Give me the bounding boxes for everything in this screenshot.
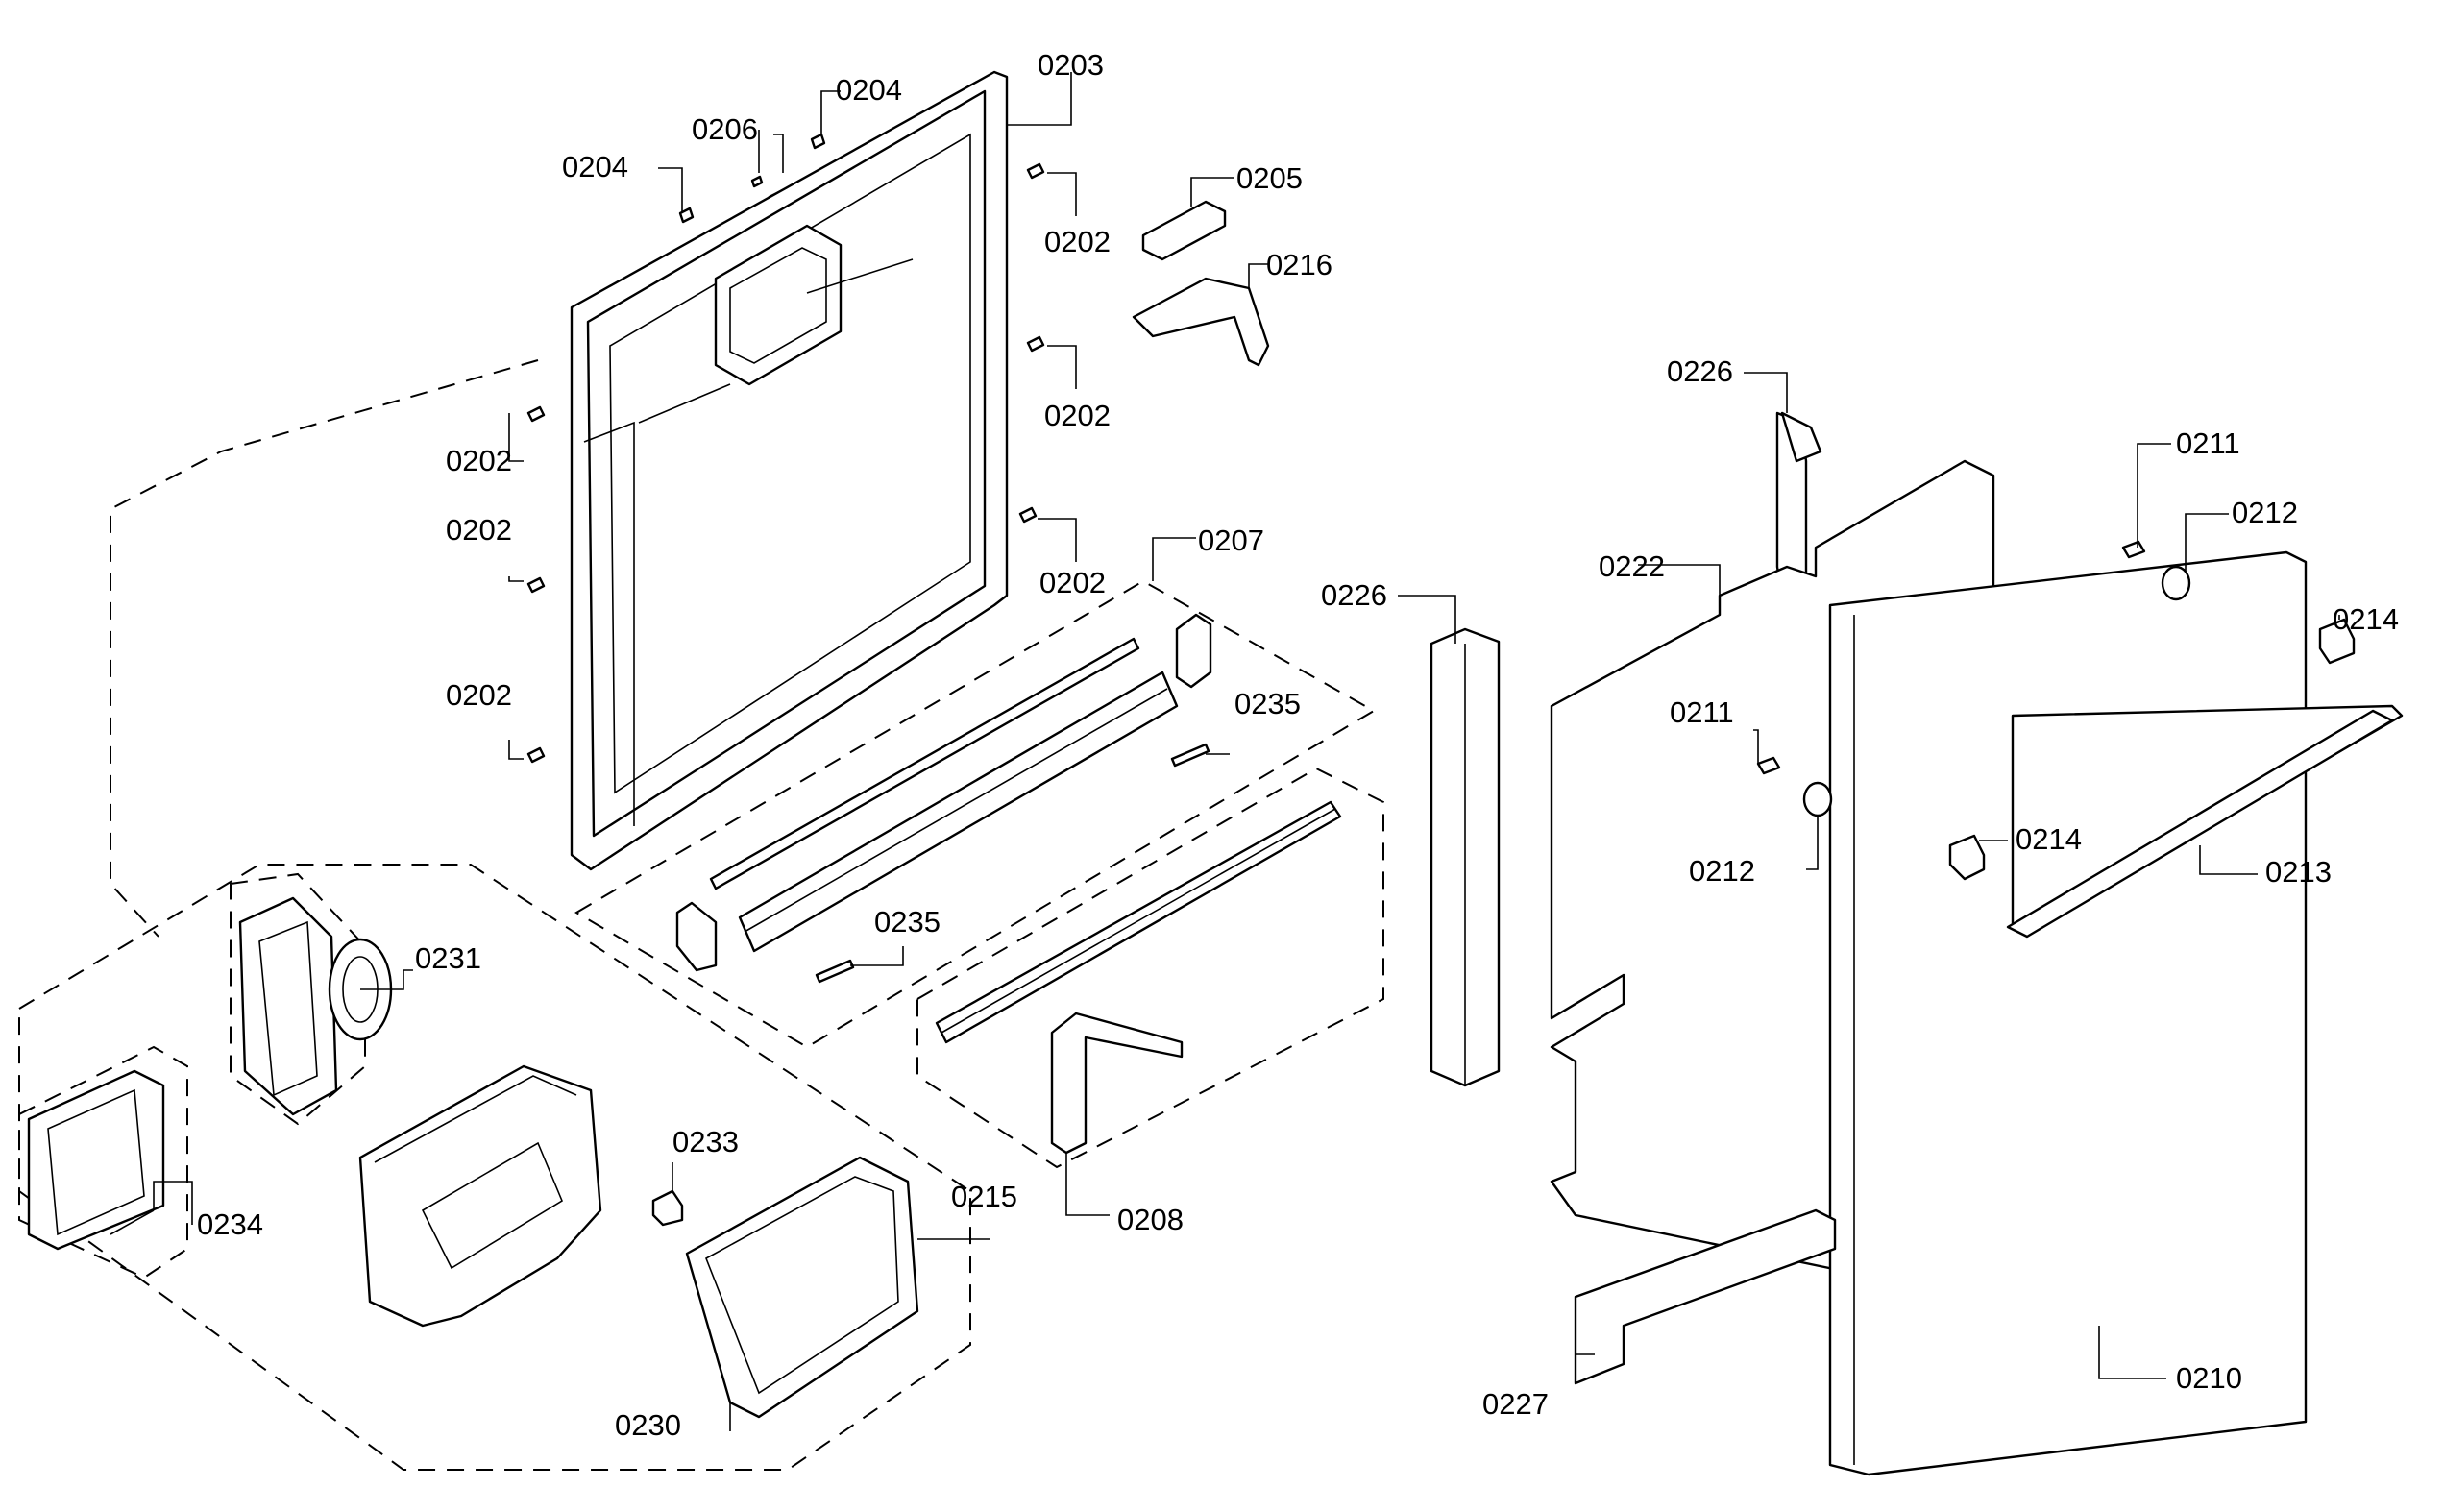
outline-0234-group xyxy=(18,1045,188,1280)
label-0233: 0233 xyxy=(672,1125,739,1158)
label-0202-left-3: 0202 xyxy=(446,678,512,712)
label-0203: 0203 xyxy=(1038,48,1104,82)
label-0234: 0234 xyxy=(197,1207,263,1241)
label-0211-left: 0211 xyxy=(1670,695,1734,729)
label-0212-left: 0212 xyxy=(1689,854,1755,888)
label-0216: 0216 xyxy=(1266,248,1332,281)
group-outlines xyxy=(18,359,1384,1471)
label-0213: 0213 xyxy=(2265,855,2332,889)
label-0212-top: 0212 xyxy=(2232,496,2298,529)
label-0210: 0210 xyxy=(2176,1361,2242,1395)
part-labels: 0203 0204 0204 0206 0205 0216 0202 0202 … xyxy=(197,48,2399,1442)
label-0206: 0206 xyxy=(692,112,758,146)
label-0202-right-2: 0202 xyxy=(1044,399,1111,432)
label-0202-left-1: 0202 xyxy=(446,444,512,477)
outer-door-panels xyxy=(1430,411,2404,1476)
rail-assembly-0208 xyxy=(935,800,1342,1155)
outline-0215-group xyxy=(18,864,971,1471)
hinge-parts xyxy=(1132,200,1270,367)
label-0235-left: 0235 xyxy=(874,905,941,939)
rail-assembly-0207 xyxy=(675,613,1212,984)
label-0226-left: 0226 xyxy=(1321,578,1387,612)
label-0202-left-2: 0202 xyxy=(446,513,512,547)
label-0214-mid: 0214 xyxy=(2016,822,2082,856)
label-0207: 0207 xyxy=(1198,524,1264,557)
label-0231: 0231 xyxy=(415,941,481,975)
inner-door-frame xyxy=(570,70,1009,871)
label-0211-top: 0211 xyxy=(2176,427,2240,460)
label-0226-top: 0226 xyxy=(1667,354,1733,388)
label-0208: 0208 xyxy=(1117,1203,1184,1236)
screws-0202 xyxy=(526,133,1045,764)
outline-0207-group xyxy=(574,579,1376,1049)
label-0222: 0222 xyxy=(1599,549,1665,583)
label-0204-top: 0204 xyxy=(836,73,902,107)
label-0204-left: 0204 xyxy=(562,150,628,183)
label-0202-right-3: 0202 xyxy=(1039,566,1106,599)
label-0215: 0215 xyxy=(951,1180,1017,1213)
outline-0208-group xyxy=(916,767,1384,1169)
label-0227: 0227 xyxy=(1482,1387,1549,1421)
label-0230: 0230 xyxy=(615,1408,681,1442)
outline-door-assembly xyxy=(110,359,539,938)
label-0202-right-1: 0202 xyxy=(1044,225,1111,258)
outline-0231-group xyxy=(230,872,366,1126)
label-0205: 0205 xyxy=(1236,161,1303,195)
leader-lines xyxy=(153,72,2340,1431)
label-0214-right: 0214 xyxy=(2333,602,2399,636)
label-0235-right: 0235 xyxy=(1234,687,1301,720)
control-module-group xyxy=(27,896,919,1419)
